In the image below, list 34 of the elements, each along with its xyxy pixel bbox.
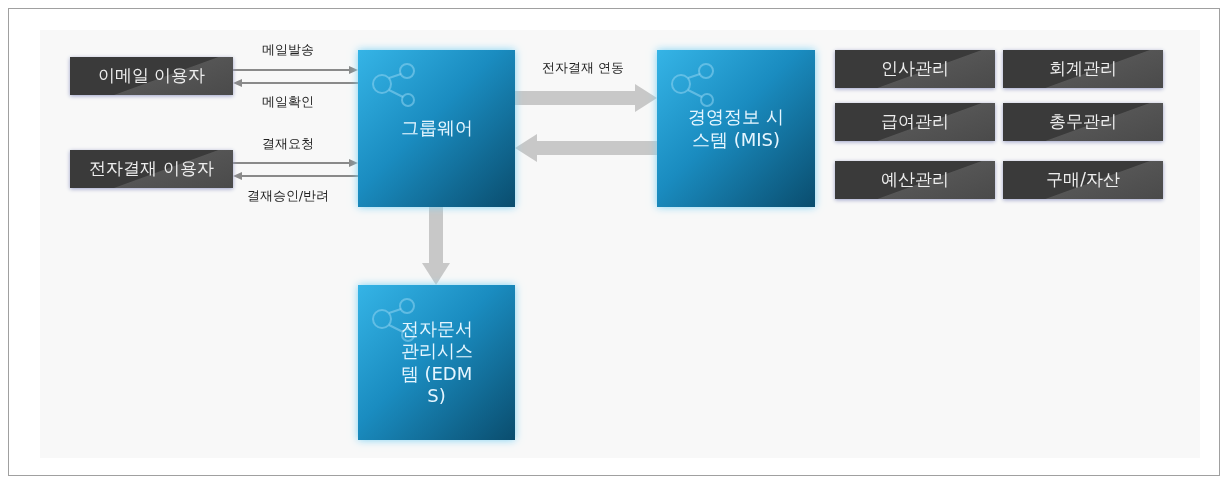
arrow	[232, 66, 358, 74]
module-box	[1003, 103, 1163, 141]
box-label: 전자결재 이용자	[89, 157, 214, 181]
arrow	[515, 134, 657, 162]
arrow	[422, 207, 450, 285]
box-label: 총무관리	[1049, 110, 1117, 134]
box-label: 전자문서 관리시스템 (EDMS)	[399, 317, 474, 408]
system-box	[358, 285, 515, 440]
box-label: 경영정보 시스템 (MIS)	[687, 106, 785, 151]
box-label: 급여관리	[881, 110, 949, 134]
box-label: 그룹웨어	[400, 117, 473, 140]
module-box	[70, 150, 233, 188]
box-label: 예산관리	[881, 168, 949, 192]
system-box	[358, 50, 515, 207]
box-label: 구매/자산	[1046, 168, 1120, 192]
module-box	[835, 50, 995, 88]
arrow	[232, 159, 358, 167]
module-box	[835, 161, 995, 199]
arrow	[233, 172, 359, 180]
box-label: 회계관리	[1049, 57, 1117, 81]
module-box	[835, 103, 995, 141]
edge-label: 전자결재 연동	[540, 59, 626, 78]
module-box	[1003, 161, 1163, 199]
edge-label: 결재요청	[261, 135, 315, 154]
edge-label: 결재승인/반려	[245, 187, 331, 206]
arrow	[233, 79, 359, 87]
module-box	[1003, 50, 1163, 88]
edge-label: 메일발송	[261, 41, 315, 60]
system-box	[657, 50, 815, 207]
box-label: 인사관리	[881, 57, 949, 81]
arrow	[515, 84, 657, 112]
box-label: 이메일 이용자	[97, 64, 206, 88]
edge-label: 메일확인	[261, 93, 315, 112]
module-box	[70, 57, 233, 95]
